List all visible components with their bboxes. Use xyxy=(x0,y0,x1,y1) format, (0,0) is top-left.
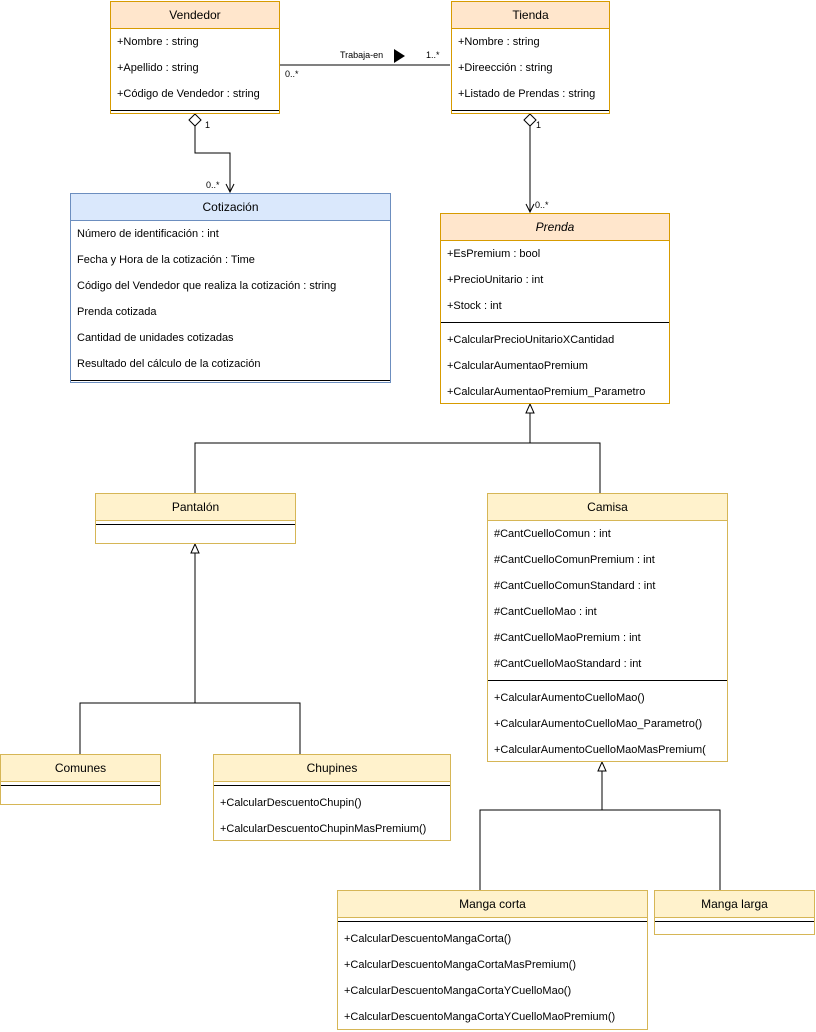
class-comunes[interactable]: Comunes xyxy=(0,754,161,805)
attribute: #CantCuelloMao : int xyxy=(494,606,597,618)
divider xyxy=(488,677,727,685)
generalization-pantalon-prenda xyxy=(194,413,531,493)
attribute: Código del Vendedor que realiza la cotiz… xyxy=(77,280,337,292)
method: +CalcularPrecioUnitarioXCantidad xyxy=(447,334,615,346)
attribute: +Nombre : string xyxy=(117,36,199,48)
method: +CalcularDescuentoMangaCorta() xyxy=(344,933,512,945)
multiplicity-vendedor-side: 1 xyxy=(205,120,211,130)
attribute: +Nombre : string xyxy=(458,36,540,48)
divider xyxy=(111,107,279,115)
association-label: Trabaja-en xyxy=(340,50,384,60)
class-name: Manga corta xyxy=(338,891,647,918)
class-manga-larga[interactable]: Manga larga xyxy=(654,890,815,935)
divider xyxy=(1,782,160,790)
divider xyxy=(441,319,669,327)
method: +CalcularDescuentoMangaCortaYCuelloMaoPr… xyxy=(344,1011,616,1023)
aggregation-diamond-vendedor xyxy=(188,113,202,127)
generalization-chupines-pantalon xyxy=(195,702,301,754)
method: +CalcularAumentoCuelloMao() xyxy=(494,692,645,704)
method: +CalcularAumentaoPremium_Parametro xyxy=(447,386,646,398)
attribute: Cantidad de unidades cotizadas xyxy=(77,332,234,344)
divider xyxy=(96,521,295,529)
attribute: #CantCuelloMaoPremium : int xyxy=(494,632,641,644)
class-name: Vendedor xyxy=(111,2,279,29)
attribute: +Listado de Prendas : string xyxy=(458,88,596,100)
divider xyxy=(452,107,609,115)
method: +CalcularAumentaoPremium xyxy=(447,360,588,372)
generalization-comunes-pantalon xyxy=(79,553,196,754)
class-name: Comunes xyxy=(1,755,160,782)
class-vendedor[interactable]: Vendedor +Nombre : string +Apellido : st… xyxy=(110,1,280,114)
class-name: Chupines xyxy=(214,755,450,782)
attribute: +PrecioUnitario : int xyxy=(447,274,544,286)
attribute: #CantCuelloComunStandard : int xyxy=(494,580,656,592)
multiplicity-prenda-side: 0..* xyxy=(535,200,549,210)
attribute: +EsPremium : bool xyxy=(447,248,541,260)
class-name: Prenda xyxy=(441,214,669,241)
class-camisa[interactable]: Camisa #CantCuelloComun : int #CantCuell… xyxy=(487,493,728,762)
divider xyxy=(338,918,647,926)
method: +CalcularDescuentoMangaCortaMasPremium() xyxy=(344,959,577,971)
inheritance-triangle-pantalon xyxy=(190,542,200,554)
multiplicity-vendedor: 0..* xyxy=(285,69,299,79)
class-chupines[interactable]: Chupines +CalcularDescuentoChupin() +Cal… xyxy=(213,754,451,841)
generalization-camisa-prenda xyxy=(530,442,601,493)
method: +CalcularAumentoCuelloMaoMasPremium( xyxy=(494,744,706,756)
divider xyxy=(71,377,390,385)
class-manga-corta[interactable]: Manga corta +CalcularDescuentoMangaCorta… xyxy=(337,890,648,1030)
method: +CalcularAumentoCuelloMao_Parametro() xyxy=(494,718,703,730)
attribute: Resultado del cálculo de la cotización xyxy=(77,358,261,370)
attribute: Prenda cotizada xyxy=(77,306,157,318)
attribute: #CantCuelloMaoStandard : int xyxy=(494,658,642,670)
attribute: #CantCuelloComun : int xyxy=(494,528,611,540)
arrowhead-cotizacion xyxy=(225,183,235,194)
method: +CalcularDescuentoMangaCortaYCuelloMao() xyxy=(344,985,572,997)
multiplicity-tienda: 1..* xyxy=(426,50,440,60)
attribute: Fecha y Hora de la cotización : Time xyxy=(77,254,255,266)
attribute: +Stock : int xyxy=(447,300,502,312)
divider xyxy=(214,782,450,790)
inheritance-triangle-prenda xyxy=(525,402,535,414)
class-name: Cotización xyxy=(71,194,390,221)
divider xyxy=(655,918,814,926)
class-cotizacion[interactable]: Cotización Número de identificación : in… xyxy=(70,193,391,383)
association-direction-arrow xyxy=(394,49,405,63)
attribute: Número de identificación : int xyxy=(77,228,219,240)
class-tienda[interactable]: Tienda +Nombre : string +Direección : st… xyxy=(451,1,610,114)
class-name: Manga larga xyxy=(655,891,814,918)
attribute: +Apellido : string xyxy=(117,62,199,74)
class-name: Pantalón xyxy=(96,494,295,521)
multiplicity-cotizacion-side: 0..* xyxy=(206,180,220,190)
aggregation-diamond-tienda xyxy=(523,113,537,127)
generalization-mangacorta-camisa xyxy=(479,771,603,890)
class-pantalon[interactable]: Pantalón xyxy=(95,493,296,544)
class-name: Camisa xyxy=(488,494,727,521)
class-prenda[interactable]: Prenda +EsPremium : bool +PrecioUnitario… xyxy=(440,213,670,404)
generalization-mangalarga-camisa xyxy=(602,809,721,890)
inheritance-triangle-camisa xyxy=(597,760,607,772)
multiplicity-tienda-side: 1 xyxy=(536,120,542,130)
arrowhead-prenda xyxy=(525,203,535,214)
attribute: #CantCuelloComunPremium : int xyxy=(494,554,655,566)
class-name: Tienda xyxy=(452,2,609,29)
attribute: +Direección : string xyxy=(458,62,553,74)
method: +CalcularDescuentoChupinMasPremium() xyxy=(220,823,427,835)
method: +CalcularDescuentoChupin() xyxy=(220,797,362,809)
attribute: +Código de Vendedor : string xyxy=(117,88,260,100)
